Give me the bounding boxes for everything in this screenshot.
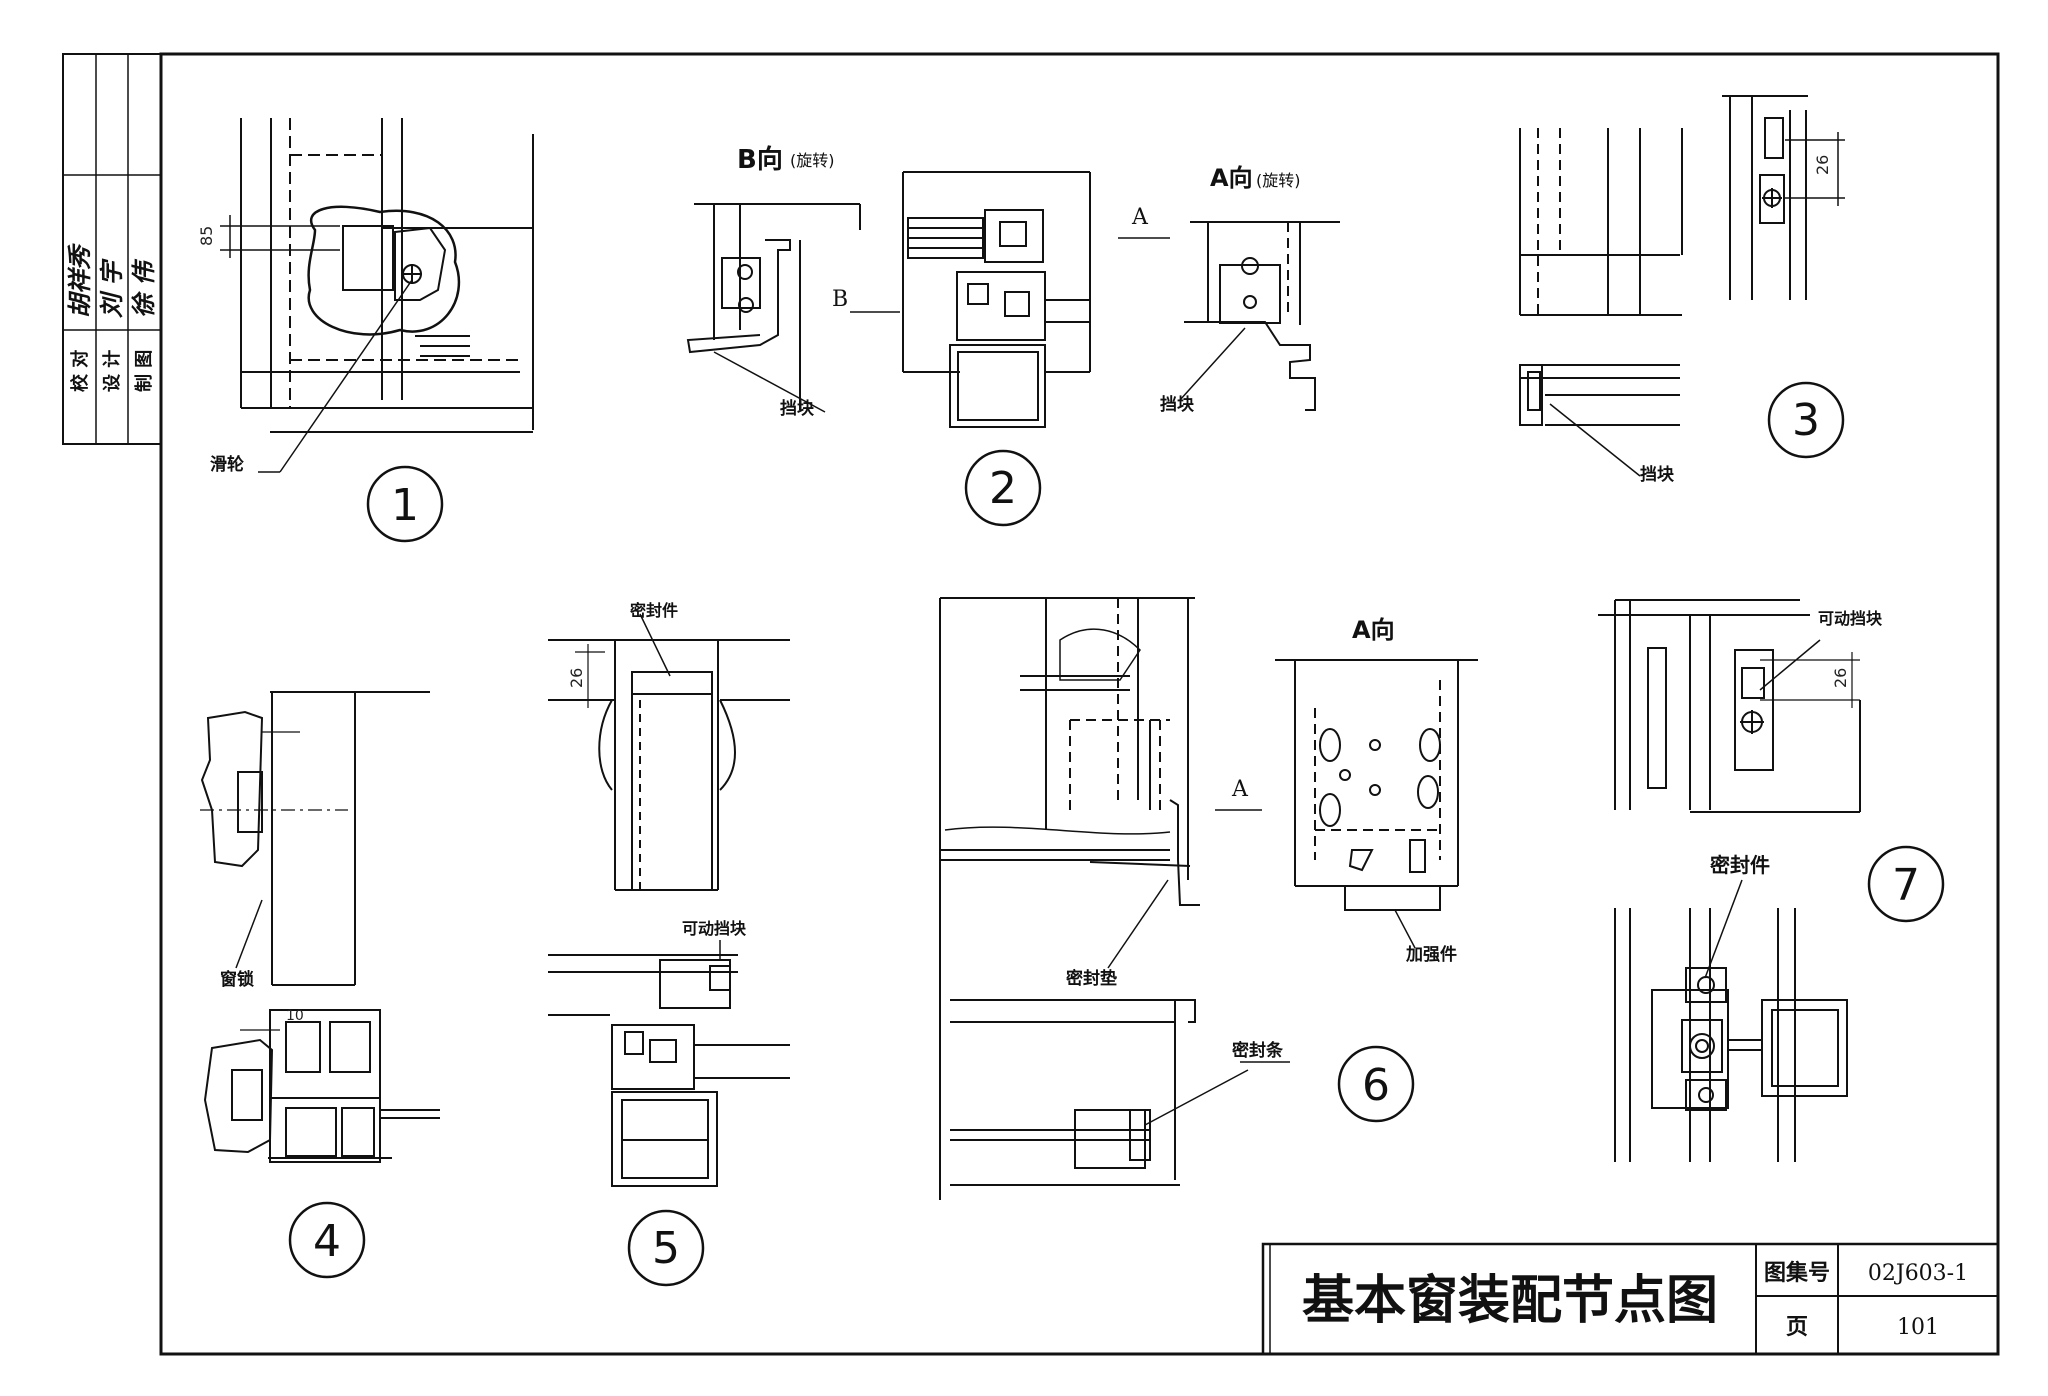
detail-6-arrow-a: A xyxy=(1231,777,1249,802)
detail-6-number: 6 xyxy=(1362,1060,1390,1111)
detail-2-label-stop-a: 挡块 xyxy=(1160,394,1195,415)
detail-5-drawing xyxy=(548,613,790,1187)
detail-1-number: 1 xyxy=(391,480,419,531)
stamp-signature-draw: 徐 伟 xyxy=(130,259,158,318)
detail-1-number-circle xyxy=(366,465,444,543)
detail-2-arrow-b: B xyxy=(832,287,848,312)
detail-7-label-movable-stop: 可动挡块 xyxy=(1818,609,1883,628)
detail-1-label-pulley: 滑轮 xyxy=(210,454,244,475)
detail-2-view-b-note: (旋转) xyxy=(790,151,835,170)
detail-2-arrow-a: A xyxy=(1131,205,1149,230)
detail-3-dim-26: 26 xyxy=(1813,155,1832,175)
atlas-label: 图集号 xyxy=(1764,1260,1830,1286)
detail-4-label-lock: 窗锁 xyxy=(220,969,254,990)
detail-2-a-view-drawing xyxy=(1179,221,1340,411)
detail-2-b-view-drawing xyxy=(686,203,861,413)
detail-7-drawing xyxy=(1598,599,1861,1162)
detail-7-number-circle xyxy=(1867,845,1945,923)
stamp-signature-design: 刘 宇 xyxy=(98,258,126,318)
title-block: 基本窗装配节点图 图集号 02J603-1 页 101 xyxy=(1261,1242,2000,1356)
detail-5-label-seal-piece: 密封件 xyxy=(629,601,678,620)
detail-3-label-stop: 挡块 xyxy=(1640,464,1675,485)
stamp-signature-check: 胡祥秀 xyxy=(66,243,94,318)
detail-6-view-a: A向 xyxy=(1352,616,1395,644)
detail-2-number: 2 xyxy=(989,463,1017,514)
detail-3-drawing xyxy=(1519,95,1845,477)
page-label: 页 xyxy=(1786,1315,1808,1340)
detail-5-number: 5 xyxy=(652,1223,680,1274)
stamp-role-design: 设 计 xyxy=(101,350,123,392)
detail-5-dim-26: 26 xyxy=(567,668,586,688)
detail-5-label-movable-stop: 可动挡块 xyxy=(682,919,747,938)
sheet-border xyxy=(159,52,2000,1356)
detail-6-label-seal-strip: 密封条 xyxy=(1232,1040,1284,1061)
detail-2-number-circle xyxy=(964,449,1042,527)
detail-2-view-a-note: (旋转) xyxy=(1256,171,1301,190)
detail-4-dim-10: 10 xyxy=(286,1008,304,1024)
detail-2-section-drawing xyxy=(902,171,1091,428)
detail-4-drawing xyxy=(200,691,440,1163)
detail-7-number: 7 xyxy=(1892,860,1920,911)
detail-6-number-circle xyxy=(1337,1045,1415,1123)
detail-2-view-b: B向 xyxy=(737,144,783,175)
detail-1-dim-85: 85 xyxy=(197,226,216,246)
side-stamp: 校 对 设 计 制 图 胡祥秀 刘 宇 徐 伟 xyxy=(62,53,162,445)
detail-1-drawing xyxy=(220,118,534,473)
detail-5-number-circle xyxy=(627,1209,705,1287)
detail-6-drawing xyxy=(939,597,1478,1200)
page-number: 101 xyxy=(1897,1315,1939,1340)
detail-4-number: 4 xyxy=(313,1216,341,1267)
stamp-role-check: 校 对 xyxy=(69,350,91,392)
drawing-title: 基本窗装配节点图 xyxy=(1302,1271,1718,1331)
detail-6-label-seal-gasket: 密封垫 xyxy=(1066,968,1117,989)
atlas-number: 02J603-1 xyxy=(1868,1261,1968,1286)
stamp-role-draw: 制 图 xyxy=(134,350,155,392)
detail-2-label-stop-b: 挡块 xyxy=(780,398,815,419)
detail-2-view-a: A向 xyxy=(1210,164,1253,192)
detail-7-dim-26: 26 xyxy=(1831,668,1850,688)
detail-6-label-reinforcement: 加强件 xyxy=(1405,944,1457,965)
detail-4-number-circle xyxy=(288,1201,366,1279)
detail-7-label-seal-piece: 密封件 xyxy=(1710,853,1770,877)
detail-3-number-circle xyxy=(1767,381,1845,459)
detail-3-number: 3 xyxy=(1792,395,1820,446)
